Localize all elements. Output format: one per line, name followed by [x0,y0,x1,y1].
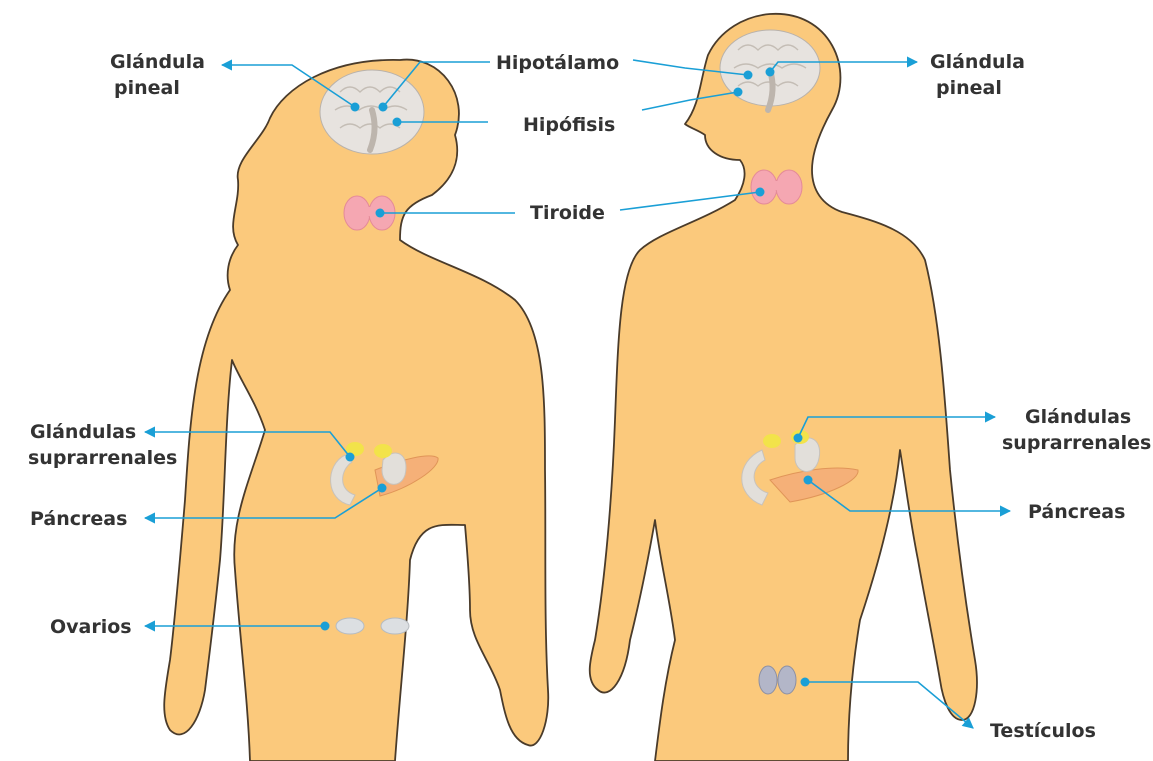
label-female-pancreas: Páncreas [30,508,127,530]
label-hypothalamus: Hipotálamo [496,52,619,74]
female-brain [320,70,424,154]
dot-female-pineal [351,103,360,112]
dot-female-ovaries [321,622,330,631]
label-female-adrenals: Glándulas suprarrenales [28,421,177,469]
label-male-pancreas: Páncreas [1028,501,1125,523]
dot-female-adrenals [346,453,355,462]
label-ovaries: Ovarios [50,616,132,638]
dot-male-hypophysis [734,88,743,97]
label-hypophysis: Hipófisis [523,114,615,136]
dot-male-testicles [801,678,810,687]
male-body-silhouette [590,14,977,761]
label-testicles: Testículos [990,720,1096,742]
female-figure [164,60,548,761]
label-female-pineal: Glándula pineal [110,51,212,99]
dot-female-hypophysis [393,118,402,127]
label-thyroid: Tiroide [530,202,605,224]
dot-male-pineal [766,68,775,77]
label-male-adrenals: Glándulas suprarrenales [1002,406,1151,454]
dot-male-thyroid [756,188,765,197]
dot-female-pancreas [378,484,387,493]
dot-female-hypothalamus [379,103,388,112]
male-figure [590,14,977,761]
label-male-pineal: Glándula pineal [930,51,1032,99]
dot-male-hypothalamus [744,71,753,80]
female-body-silhouette [164,60,548,761]
dot-male-adrenals [794,434,803,443]
dot-male-pancreas [804,476,813,485]
dot-female-thyroid [376,209,385,218]
